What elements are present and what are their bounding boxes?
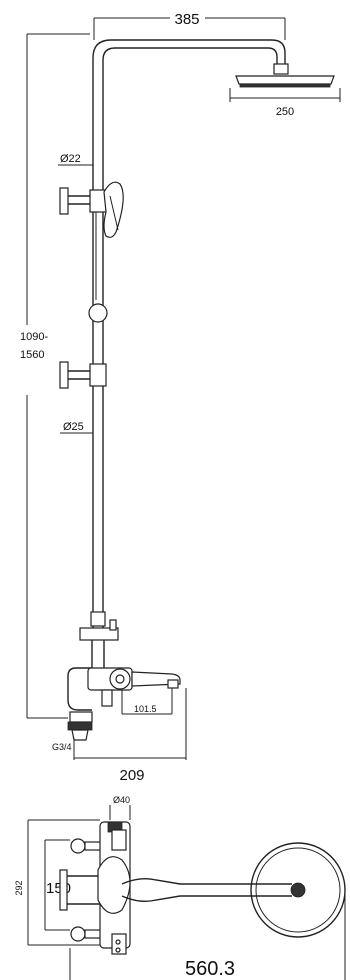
riser-connector: [79, 611, 119, 641]
height-dimension: 1090- 1560: [20, 33, 90, 719]
top-width-dimension: 385: [93, 11, 286, 40]
bottom-width-dimension: 209: [73, 688, 187, 784]
riser-pipe-label: Ø25: [63, 421, 84, 433]
slide-bar-ball: [88, 303, 108, 323]
plan-shower-head: [250, 842, 346, 938]
height-label-line1: 1090-: [20, 331, 48, 343]
upper-pipe-dimension: Ø22: [58, 153, 93, 166]
spout-offset-dimension: 101.5: [121, 688, 173, 715]
head-diameter-label: 250: [276, 106, 294, 118]
front-elevation: 385 250 Ø22: [20, 11, 341, 784]
riser-pipe-dimension: Ø25: [60, 421, 93, 434]
plan-handles: [59, 838, 104, 942]
plan-overhead-arm: [121, 877, 292, 903]
plan-view: Ø40 292 150: [14, 795, 346, 980]
plan-length-dimension: 560.3: [69, 895, 346, 980]
plan-mixer-body: [97, 821, 131, 955]
top-width-label: 385: [174, 11, 199, 28]
mid-diverter-handle: [59, 361, 107, 389]
water-inlet: G3/4: [52, 721, 93, 752]
rain-shower-head: 250: [229, 63, 341, 118]
inlet-thread-label: G3/4: [52, 742, 72, 752]
plan-depth-dimension: 292: [14, 819, 100, 946]
bottom-width-label: 209: [119, 767, 144, 784]
plan-diameter-label: Ø40: [113, 795, 130, 805]
plan-length-label: 560.3: [185, 958, 235, 980]
height-label-line2: 1560: [20, 349, 44, 361]
upper-pipe-label: Ø22: [60, 153, 81, 165]
plan-diameter-dimension: Ø40: [109, 795, 131, 820]
plan-depth-label: 292: [14, 880, 24, 895]
overhead-arm: [92, 39, 286, 640]
bath-mixer: [67, 640, 181, 723]
spout-offset-label: 101.5: [134, 704, 157, 714]
hand-shower-holder: [59, 181, 124, 300]
